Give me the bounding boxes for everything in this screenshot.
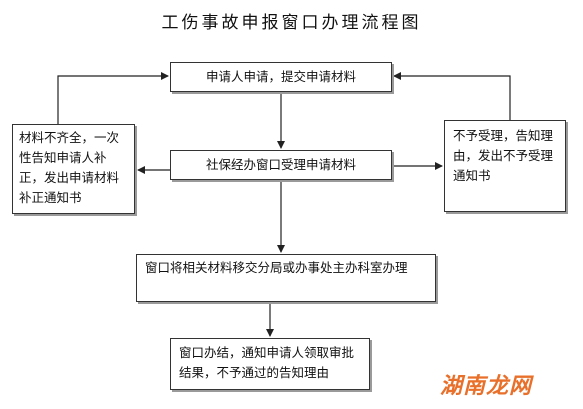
step-transfer-materials: 窗口将相关材料移交分局或办事处主办科室办理 <box>136 254 436 302</box>
page-title: 工伤事故申报窗口办理流程图 <box>161 13 422 33</box>
step-complete-notify: 窗口办结，通知申请人领取审批结果，不予通过的告知理由 <box>170 338 370 390</box>
site-watermark: 湖南龙网 <box>440 374 533 399</box>
arrow-supplement-to-submit <box>57 72 169 124</box>
arrow-reject-to-submit <box>393 72 511 120</box>
step-supplement-materials: 材料不齐全，一次性告知申请人补正，发出申请材料补正通知书 <box>12 124 135 214</box>
step-reject-application: 不予受理，告知理由，发出不予受理通知书 <box>444 120 566 212</box>
step-window-accept: 社保经办窗口受理申请材料 <box>170 150 392 180</box>
step-submit-application: 申请人申请，提交申请材料 <box>170 62 392 92</box>
